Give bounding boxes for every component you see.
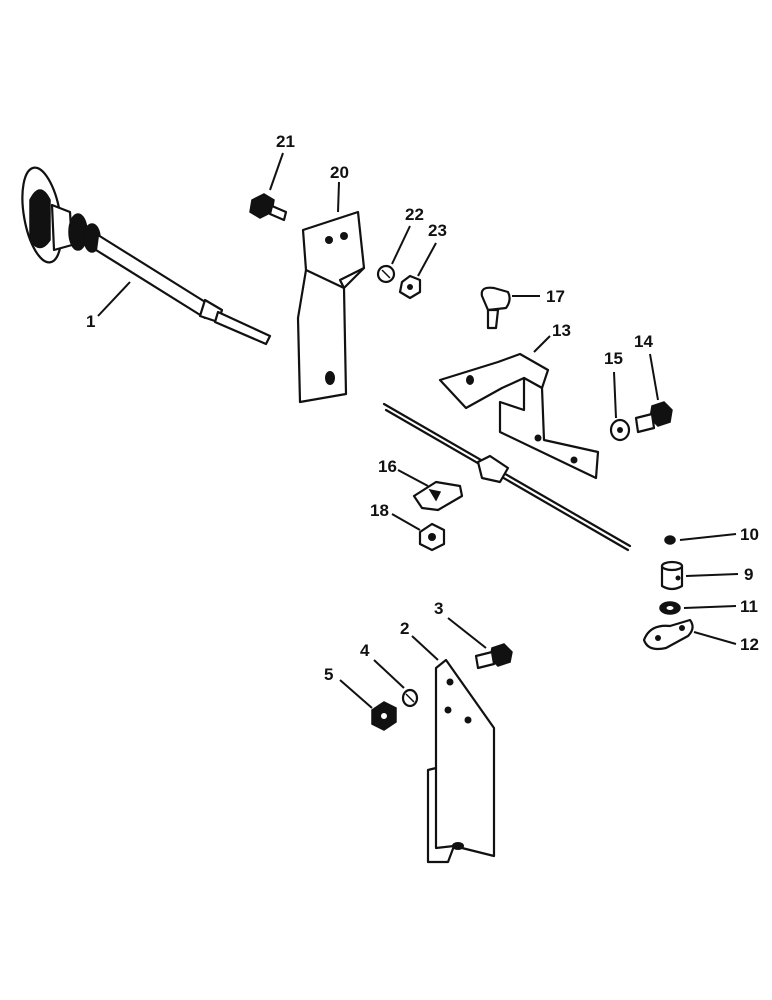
part-4-lock-washer [401,688,419,708]
callout-18-leader [391,513,421,531]
callout-4: 4 [360,641,370,660]
part-12-clip [642,618,694,651]
callout-13-leader [533,335,551,353]
callout-9-leader [685,573,739,577]
callout-13: 13 [552,321,571,340]
callout-21: 21 [276,132,295,151]
callout-20: 20 [330,163,349,182]
callout-15: 15 [604,349,623,368]
part-17-bolt [480,286,511,330]
part-3-bolt [474,643,513,670]
part-23-nut [398,274,422,300]
part-18-nut [418,522,446,552]
callout-14-leader [649,353,659,401]
callout-2-leader [411,635,439,661]
part-1-throttle-cable [21,166,272,346]
callout-5-leader [339,679,373,709]
part-10-screw [664,535,676,545]
cable-inner-wire [382,402,632,552]
callout-2: 2 [400,619,409,638]
part-2-mounting-plate [426,658,496,864]
callout-18: 18 [370,501,389,520]
part-22-lock-washer [376,264,396,284]
callout-16: 16 [378,457,397,476]
callout-16-leader [397,469,429,487]
callout-3: 3 [434,599,443,618]
part-13-cable-bracket [438,352,600,480]
callout-10-leader [679,533,737,541]
part-15-lock-washer [609,418,631,442]
callout-23: 23 [428,221,447,240]
callout-1: 1 [86,312,95,331]
callout-12: 12 [740,635,759,654]
callout-5: 5 [324,665,333,684]
callout-3-leader [447,617,487,649]
callout-11-leader [683,605,737,609]
part-14-bolt [634,401,673,434]
callout-10: 10 [740,525,759,544]
callout-22-leader [391,225,411,265]
callout-9: 9 [744,565,753,584]
callout-12-leader [693,631,737,645]
callout-4-leader [373,659,405,689]
callout-15-leader [613,371,617,419]
callout-20-leader [337,181,340,213]
part-20-bracket [296,210,366,404]
callout-23-leader [417,242,437,277]
callout-11: 11 [740,597,758,616]
part-11-washer [659,601,681,615]
part-9-swivel [660,560,684,591]
part-16-cable-clamp [412,480,464,512]
part-21-bolt [249,193,288,222]
callout-1-leader [97,281,131,317]
callout-17: 17 [546,287,565,306]
callout-22: 22 [405,205,424,224]
part-5-nut [371,701,397,731]
callout-21-leader [269,152,284,191]
callout-14: 14 [634,332,653,351]
